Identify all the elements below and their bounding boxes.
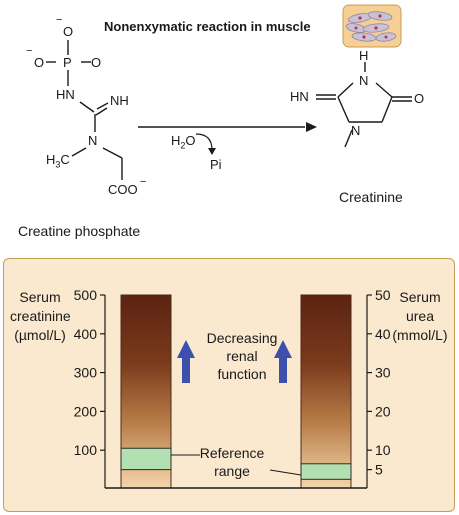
atom-o-right: O (91, 55, 102, 70)
product-name: Creatinine (339, 189, 403, 205)
left-axis-tick-label: 500 (74, 287, 98, 303)
atom-h3c: H3C (46, 152, 70, 170)
creatinine-reference-range (120, 447, 172, 471)
right-axis-tick-label: 10 (375, 442, 391, 458)
atom-p: P (63, 55, 72, 70)
reference-pointer-right (269, 469, 302, 476)
decreasing-renal-function-label: Decreasing renal function (206, 330, 278, 382)
renal-function-panel (3, 258, 455, 512)
right-axis-tick-label: 5 (375, 462, 383, 478)
serum-creatinine-label: Serum creatinine (µmol/L) (10, 289, 71, 343)
right-axis-tick-label: 30 (375, 365, 391, 381)
serum-bars-svg: 100 200 300 400 500 5 10 20 30 40 50 (74, 287, 391, 489)
pi-label: Pi (210, 157, 222, 172)
muscle-cells-icon (342, 4, 402, 48)
charge-minus-left: − (26, 45, 33, 57)
atom-n-ring: N (351, 123, 361, 138)
atom-hn: HN (56, 87, 75, 102)
atom-o-ketone: O (414, 91, 425, 106)
atom-hn-ring: HN (290, 89, 309, 104)
atom-n: N (88, 133, 98, 148)
right-up-arrow (274, 340, 292, 383)
reactant-name: Creatine phosphate (18, 223, 141, 239)
reaction-title: Nonenxymatic reaction in muscle (104, 19, 311, 34)
right-axis-tick-label: 20 (375, 403, 391, 419)
atom-o-minus-top: O (63, 24, 74, 39)
atom-h: H (359, 48, 369, 63)
left-up-arrow (177, 340, 195, 383)
left-axis-tick-label: 400 (74, 326, 98, 342)
charge-minus-coo: − (140, 176, 147, 188)
left-axis-tick-label: 200 (74, 403, 98, 419)
left-axis-tick-label: 100 (74, 442, 98, 458)
serum-urea-label: Serum urea (mmol/L) (392, 289, 448, 343)
right-axis-tick-label: 50 (375, 287, 391, 303)
reference-range-label: Reference range (199, 445, 265, 479)
serum-chart: 100 200 300 400 500 5 10 20 30 40 50 (0, 270, 459, 510)
left-axis-tick-label: 300 (74, 365, 98, 381)
atom-n-top: N (359, 73, 369, 88)
right-axis-tick-label: 40 (375, 326, 391, 342)
urea-reference-range (300, 463, 352, 480)
charge-minus-top: − (56, 14, 63, 26)
creatine-phosphate-structure (0, 0, 459, 240)
atom-nh: NH (110, 93, 129, 108)
atom-coo: COO (108, 182, 138, 197)
atom-o-minus-left: O (34, 55, 45, 70)
urea-bar (300, 294, 352, 489)
water-label: H2O (171, 133, 196, 151)
